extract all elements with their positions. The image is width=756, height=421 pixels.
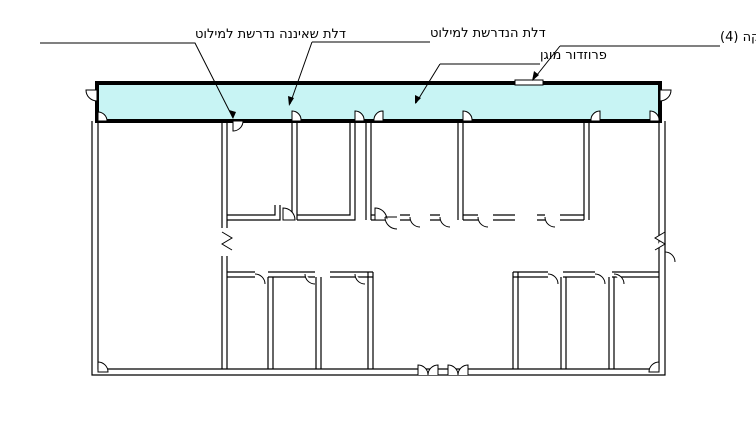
- light-opening: [514, 79, 544, 86]
- door-required-swing: [291, 110, 302, 122]
- door-swing: [477, 216, 489, 228]
- label-door-required: דלת הנדרשת למילוט: [430, 26, 546, 41]
- bottom-left-door: [97, 361, 109, 373]
- door-swing: [594, 273, 606, 285]
- door-swing: [590, 110, 601, 122]
- door-not-required-swing: [232, 120, 244, 132]
- partition-wall: [268, 271, 315, 278]
- upper-room-2: [297, 123, 356, 221]
- bottom-right-door: [648, 361, 660, 373]
- arrow-head: [532, 71, 539, 81]
- partition-wall: [430, 214, 440, 221]
- label-protected-corridor: פרוזדור מוגן: [540, 48, 607, 63]
- corridor-end-door-right: [659, 89, 672, 102]
- lower-room-left-1: [227, 271, 255, 278]
- label-light-opening: פתח אור לפי פסקה (4): [720, 30, 756, 45]
- side-door-left: [221, 231, 233, 251]
- door-swing: [613, 273, 625, 285]
- door-swing: [384, 216, 398, 230]
- building-outline-inner: [97, 123, 660, 370]
- door-swing: [409, 216, 421, 228]
- door-swing: [439, 216, 451, 228]
- door-swing: [462, 110, 473, 122]
- door-swing: [354, 273, 366, 285]
- partition-wall: [513, 271, 548, 278]
- leader-door-required: [289, 41, 430, 105]
- partition-wall: [563, 271, 595, 278]
- arrow-head: [415, 95, 421, 104]
- partition-wall: [493, 214, 515, 221]
- arrow-head: [288, 96, 294, 106]
- side-door-right: [654, 231, 666, 251]
- door-swing: [354, 110, 365, 122]
- door-swing: [282, 207, 296, 221]
- building-outline: [91, 121, 666, 376]
- door-swing: [544, 216, 556, 228]
- partition-wall: [463, 214, 478, 221]
- door-required-swing: [97, 111, 108, 122]
- partition-wall: [560, 214, 584, 221]
- partition-wall: [330, 271, 373, 278]
- corridor-end-door-left: [85, 89, 98, 102]
- label-door-not-required: דלת שאיננה נדרשת למילוט: [195, 27, 346, 42]
- door-swing: [304, 273, 316, 285]
- partition-wall: [400, 214, 410, 221]
- partition-wall: [537, 214, 545, 221]
- leader-door-not-required: [40, 42, 234, 119]
- leader-protected-corridor: [415, 63, 540, 104]
- upper-room-1: [227, 205, 281, 221]
- bottom-exit-doors: [417, 364, 469, 376]
- side-exit-right: [664, 251, 676, 263]
- door-swing: [547, 273, 559, 285]
- arrow-head: [229, 110, 236, 119]
- door-swing: [373, 110, 384, 122]
- door-swing: [254, 273, 266, 285]
- door-swing: [649, 110, 660, 122]
